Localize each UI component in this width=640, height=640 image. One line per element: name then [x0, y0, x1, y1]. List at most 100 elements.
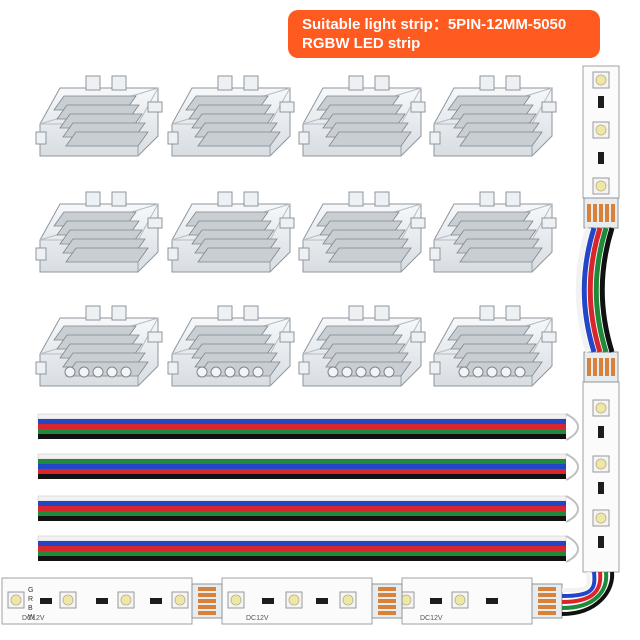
resistor	[598, 152, 604, 164]
wire	[561, 571, 603, 604]
wire	[38, 511, 566, 516]
terminal-hole	[252, 366, 264, 378]
terminal-hole	[92, 366, 104, 378]
cable-group	[37, 413, 580, 563]
contact-pin	[459, 247, 543, 263]
terminal-hole	[106, 366, 118, 378]
vertical-led-strip	[575, 65, 620, 573]
resistor	[598, 482, 604, 494]
clip-connector	[429, 305, 557, 387]
wire	[38, 434, 566, 439]
product-banner: Suitable light strip：5PIN-12MM-5050 RGBW…	[288, 10, 600, 58]
terminal-hole	[210, 366, 222, 378]
terminal-mark: W	[28, 614, 35, 621]
contact-pin	[65, 131, 149, 147]
contact-pin	[328, 247, 412, 263]
resistor	[316, 598, 328, 604]
terminal-mark: G	[28, 587, 33, 594]
resistor	[598, 426, 604, 438]
terminal-hole	[355, 366, 367, 378]
resistor	[486, 598, 498, 604]
terminal-hole	[500, 366, 512, 378]
resistor	[598, 536, 604, 548]
resistor	[40, 598, 52, 604]
wire	[561, 571, 609, 610]
clip-connector	[298, 305, 426, 387]
terminal-hole	[472, 366, 484, 378]
voltage-label: DC12V	[22, 615, 45, 622]
wire	[38, 429, 566, 434]
wire	[581, 227, 597, 353]
terminal-hole	[514, 366, 526, 378]
ribbon-cable	[37, 535, 580, 563]
terminal-hole	[78, 366, 90, 378]
wire	[561, 571, 597, 598]
wire	[38, 459, 566, 464]
clip-connector	[298, 191, 426, 273]
terminal-hole	[120, 366, 132, 378]
contact-pin	[65, 247, 149, 263]
ribbon-cable	[37, 453, 580, 481]
resistor	[430, 598, 442, 604]
contact-pin	[197, 131, 281, 147]
terminal-hole	[327, 366, 339, 378]
terminal-hole	[486, 366, 498, 378]
wire	[37, 453, 567, 460]
clip-connector	[167, 191, 295, 273]
contact-pin	[197, 247, 281, 263]
wire	[38, 464, 566, 469]
ribbon-cable	[37, 495, 580, 523]
terminal-hole	[458, 366, 470, 378]
wire	[575, 227, 591, 353]
wire	[38, 516, 566, 521]
clip-connector	[429, 191, 557, 273]
wire	[599, 227, 615, 353]
wire	[38, 506, 566, 511]
wire	[37, 495, 567, 502]
wire	[593, 227, 609, 353]
voltage-label: DC12V	[420, 615, 443, 622]
wire	[38, 419, 566, 424]
clip-connector	[298, 75, 426, 157]
clip-connector	[167, 75, 295, 157]
clip-connector	[35, 191, 163, 273]
voltage-label: DC12V	[246, 615, 269, 622]
wire	[38, 551, 566, 556]
terminal-hole	[383, 366, 395, 378]
terminal-hole	[238, 366, 250, 378]
resistor	[150, 598, 162, 604]
terminal-mark: B	[28, 605, 33, 612]
terminal-hole	[369, 366, 381, 378]
terminal-hole	[341, 366, 353, 378]
wire	[38, 556, 566, 561]
banner-subtitle: RGBW LED strip	[302, 35, 421, 52]
banner-title: Suitable light strip：5PIN-12MM-5050	[302, 16, 567, 33]
terminal-hole	[224, 366, 236, 378]
clip-connector	[429, 75, 557, 157]
clip-connector	[35, 305, 163, 387]
clip-connector	[35, 75, 163, 157]
connector-grid	[35, 75, 557, 387]
clip-connector	[167, 305, 295, 387]
wire	[38, 474, 566, 479]
wire	[38, 546, 566, 551]
resistor	[96, 598, 108, 604]
contact-pin	[459, 131, 543, 147]
wire	[38, 501, 566, 506]
wire	[587, 227, 603, 353]
terminal-hole	[196, 366, 208, 378]
wire	[38, 541, 566, 546]
ribbon-cable	[37, 413, 580, 441]
contact-pin	[328, 131, 412, 147]
wire	[38, 424, 566, 429]
wire	[38, 469, 566, 474]
wire	[561, 571, 591, 592]
resistor	[598, 96, 604, 108]
resistor	[262, 598, 274, 604]
wire	[37, 535, 567, 542]
terminal-hole	[64, 366, 76, 378]
wire	[561, 571, 615, 616]
